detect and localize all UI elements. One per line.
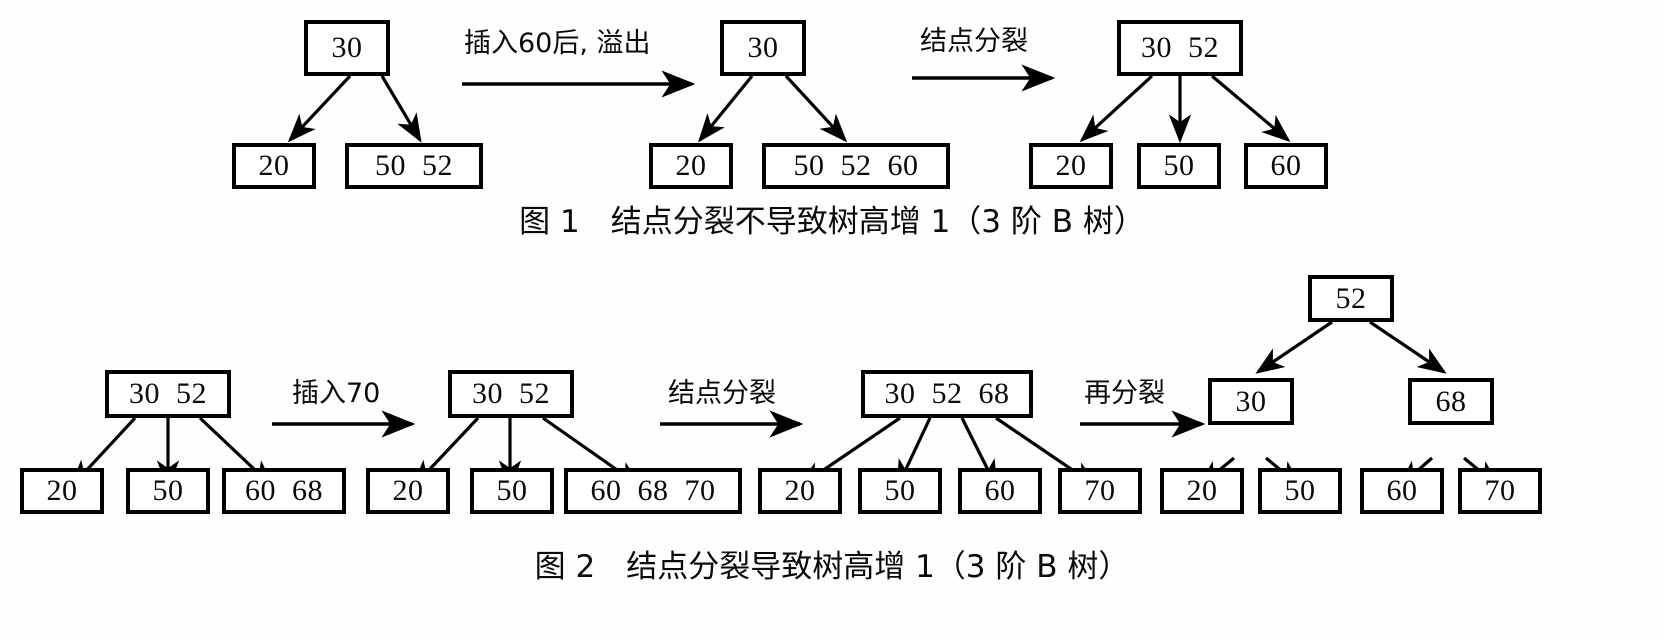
tree1a-leaf-1: 50 52 [345, 143, 483, 189]
tree2b-leaf-1: 50 [470, 468, 554, 514]
tree2d-leaf-1: 50 [1258, 468, 1342, 514]
tree2c-edges [797, 416, 1099, 489]
tree2d-leaf-3: 70 [1458, 468, 1542, 514]
transition-label-4: 结点分裂 [668, 378, 776, 409]
tree1c-edges [1079, 74, 1291, 144]
transition-label-3: 插入70 [292, 378, 381, 409]
tree2a-leaf-2: 60 68 [222, 468, 346, 514]
tree2d-internal-0: 30 [1208, 378, 1294, 425]
tree2a-leaf-0: 20 [20, 468, 104, 514]
tree2d-internal-1: 68 [1408, 378, 1494, 425]
tree2c-leaf-2: 60 [958, 468, 1042, 514]
tree2d-root: 52 [1308, 275, 1394, 322]
figure1-caption: 图 1 结点分裂不导致树高增 1（3 阶 B 树） [519, 204, 1145, 240]
tree2c-leaf-1: 50 [858, 468, 942, 514]
tree1c-leaf-1: 50 [1137, 143, 1221, 189]
tree2a-root: 30 52 [105, 370, 231, 418]
transition-label-2: 结点分裂 [920, 26, 1028, 57]
tree2b-leaf-0: 20 [366, 468, 450, 514]
tree1b-leaf-0: 20 [649, 143, 733, 189]
tree2c-root: 30 52 68 [861, 370, 1033, 418]
tree1b-root: 30 [720, 20, 806, 76]
figure2-caption: 图 2 结点分裂导致树高增 1（3 阶 B 树） [534, 549, 1130, 585]
tree2c-leaf-3: 70 [1058, 468, 1142, 514]
tree1a-leaf-0: 20 [232, 143, 316, 189]
tree1c-root: 30 52 [1117, 20, 1243, 76]
tree2d-leaf-2: 60 [1360, 468, 1444, 514]
tree2a-leaf-1: 50 [126, 468, 210, 514]
tree1c-leaf-2: 60 [1244, 143, 1328, 189]
transition-label-1: 插入60后, 溢出 [464, 28, 651, 59]
tree1c-leaf-0: 20 [1029, 143, 1113, 189]
tree1b-edges [697, 74, 848, 143]
tree2d-leaf-0: 20 [1160, 468, 1244, 514]
tree1a-root: 30 [304, 20, 390, 76]
tree1a-edges [287, 74, 422, 143]
tree1b-leaf-1: 50 52 60 [762, 143, 950, 189]
tree2b-root: 30 52 [448, 370, 574, 418]
tree2b-leaf-2: 60 68 70 [564, 468, 742, 514]
transition-label-5: 再分裂 [1084, 378, 1165, 409]
tree2c-leaf-0: 20 [758, 468, 842, 514]
